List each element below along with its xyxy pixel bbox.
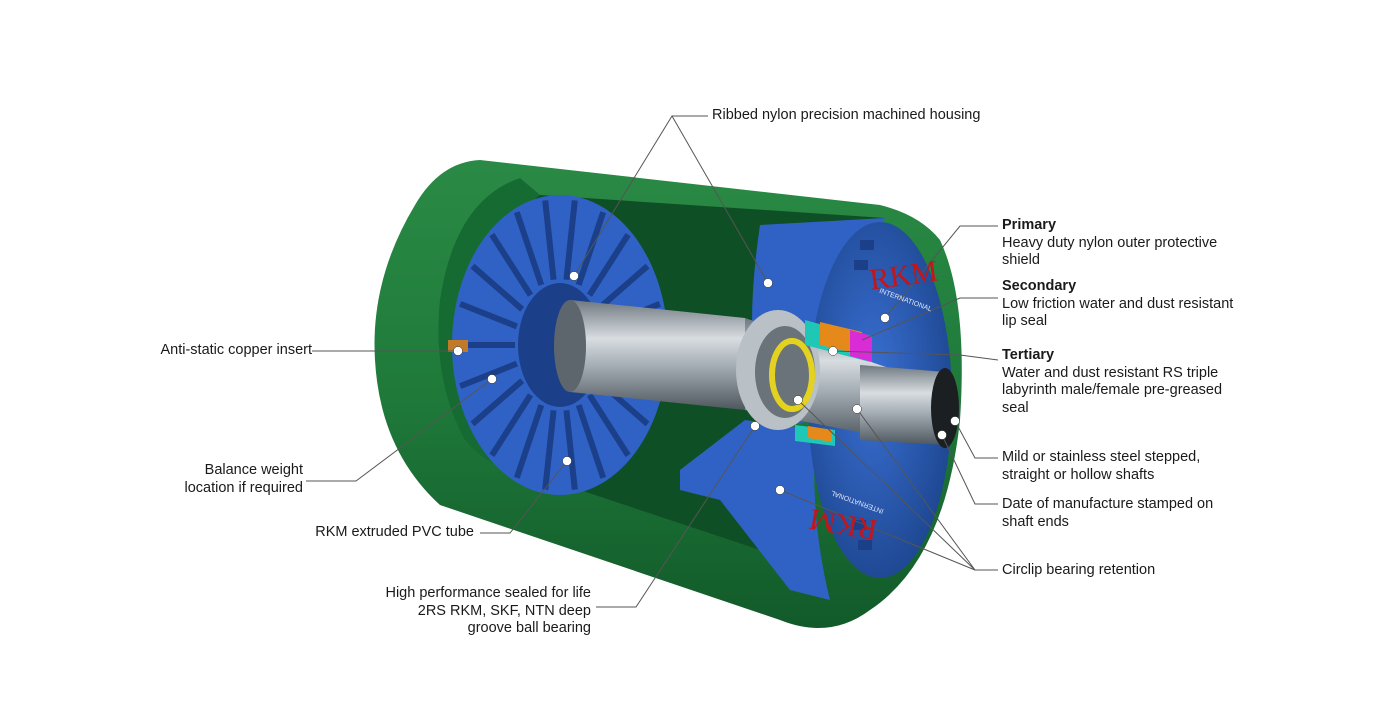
housing-rib xyxy=(563,200,578,280)
label-secondary: Secondary Low friction water and dust re… xyxy=(1002,278,1234,329)
leader-circlip-3 xyxy=(779,489,976,571)
housing-rib xyxy=(595,263,650,312)
dot-circlip xyxy=(852,404,862,414)
copper-insert xyxy=(448,340,468,352)
housing-rib xyxy=(470,378,525,427)
housing-rib xyxy=(513,211,545,286)
label-bearing: High performance sealed for life 2RS RKM… xyxy=(385,585,591,636)
dot-housing-left xyxy=(569,271,579,281)
label-housing: Ribbed nylon precision machined housing xyxy=(712,107,981,123)
leader-shafts xyxy=(954,420,998,459)
leader-tertiary xyxy=(832,350,999,361)
housing-rib xyxy=(563,410,578,490)
label-copper: Anti-static copper insert xyxy=(160,342,312,358)
dot-circlip-3 xyxy=(775,485,785,495)
housing-rib xyxy=(586,393,631,457)
label-date: Date of manufacture stamped on shaft end… xyxy=(1002,496,1214,530)
leader-secondary xyxy=(861,297,998,341)
leader-tube xyxy=(480,460,568,534)
housing-rib xyxy=(586,233,631,297)
right-housing-lower xyxy=(680,420,830,600)
housing-rib xyxy=(489,233,534,297)
dot-housing-right xyxy=(763,278,773,288)
end-cap-teeth xyxy=(852,240,874,550)
dot-shafts xyxy=(950,416,960,426)
housing-rib xyxy=(489,393,534,457)
dot-circlip-2 xyxy=(793,395,803,405)
callout-leaders xyxy=(306,115,999,608)
label-primary: Primary Heavy duty nylon outer protectiv… xyxy=(1002,217,1218,268)
housing-rib xyxy=(459,301,518,330)
housing-rib xyxy=(542,410,557,490)
dot-copper xyxy=(453,346,463,356)
dot-primary xyxy=(880,313,890,323)
label-shafts: Mild or stainless steel stepped, straigh… xyxy=(1002,449,1201,483)
housing-rib xyxy=(513,404,545,479)
housing-rib xyxy=(542,200,557,280)
label-tertiary: Tertiary Water and dust resistant RS tri… xyxy=(1002,347,1223,416)
housing-rib xyxy=(459,360,518,389)
housing-rib xyxy=(470,263,525,312)
leader-bearing xyxy=(596,425,756,608)
seal-stack xyxy=(795,320,872,446)
callout-dots xyxy=(453,271,960,495)
dot-date xyxy=(937,430,947,440)
label-tube: RKM extruded PVC tube xyxy=(315,524,474,540)
dot-tertiary xyxy=(828,346,838,356)
housing-rib xyxy=(575,404,607,479)
leader-date xyxy=(941,434,998,505)
leader-housing-2 xyxy=(671,115,769,284)
dot-balance xyxy=(487,374,497,384)
label-balance: Balance weight location if required xyxy=(184,462,304,496)
leader-primary xyxy=(884,225,998,319)
dot-bearing xyxy=(750,421,760,431)
dot-tube xyxy=(562,456,572,466)
leader-circlip-2 xyxy=(797,399,976,571)
label-circlip: Circlip bearing retention xyxy=(1002,562,1156,578)
leader-balance xyxy=(306,378,493,482)
